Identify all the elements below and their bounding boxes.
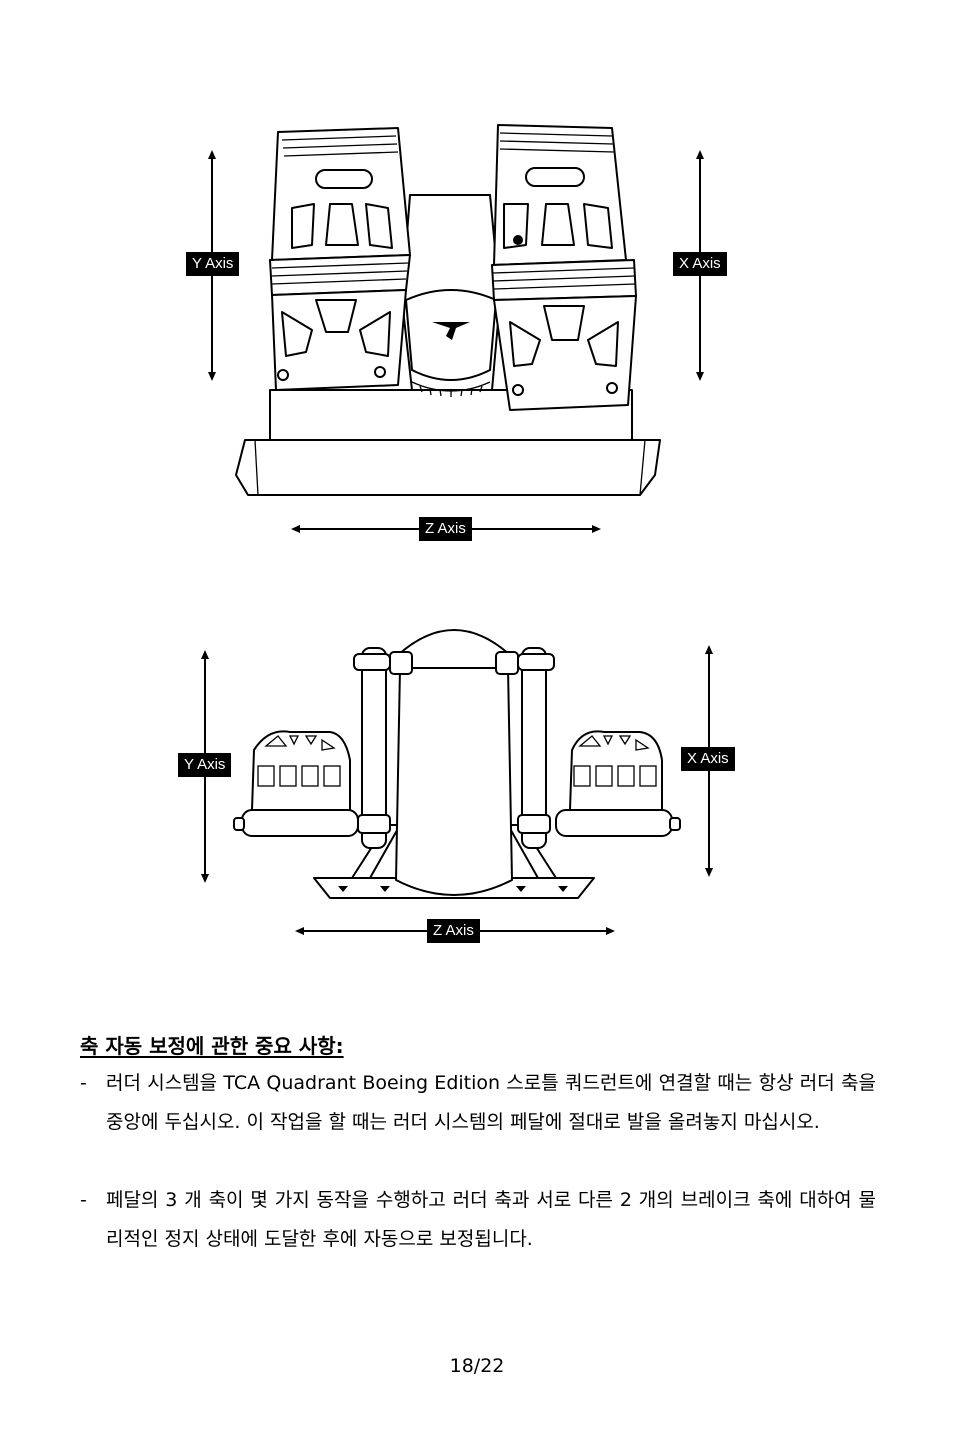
bullet-item: - 러더 시스템을 TCA Quadrant Boeing Edition 스로… (80, 1064, 876, 1142)
center-arch (395, 629, 513, 896)
center-housing (401, 194, 501, 397)
y-axis-label: Y Axis (186, 252, 240, 276)
z-axis-label: Z Axis (427, 919, 480, 943)
right-pedal-front (555, 730, 681, 837)
z-axis-label: Z Axis (419, 517, 472, 541)
rudder-pedals-front-drawing (201, 629, 713, 935)
rudder-pedals-front-view: Y Axis X Axis Z Axis (0, 610, 954, 960)
bullet-text: 페달의 3 개 축이 몇 가지 동작을 수행하고 러더 축과 서로 다른 2 개… (106, 1189, 876, 1250)
bullet-item: - 페달의 3 개 축이 몇 가지 동작을 수행하고 러더 축과 서로 다른 2… (80, 1181, 876, 1259)
left-pedal (269, 127, 411, 391)
section-heading: 축 자동 보정에 관한 중요 사항: (80, 1034, 344, 1058)
bullet-text: 러더 시스템을 TCA Quadrant Boeing Edition 스로틀 … (106, 1072, 876, 1133)
right-arm (495, 647, 555, 849)
bullet-dash: - (80, 1072, 87, 1094)
x-axis-label: X Axis (673, 252, 727, 276)
x-axis-label: X Axis (681, 747, 735, 771)
rudder-pedals-top-drawing (208, 124, 704, 533)
right-pedal (491, 124, 637, 411)
bullet-dash: - (80, 1189, 87, 1211)
left-arm (353, 647, 413, 849)
left-pedal-front (233, 730, 359, 837)
page-number: 18/22 (449, 1355, 505, 1377)
rudder-pedals-top-view: Y Axis X Axis Z Axis (0, 100, 954, 560)
y-axis-label: Y Axis (178, 753, 232, 777)
